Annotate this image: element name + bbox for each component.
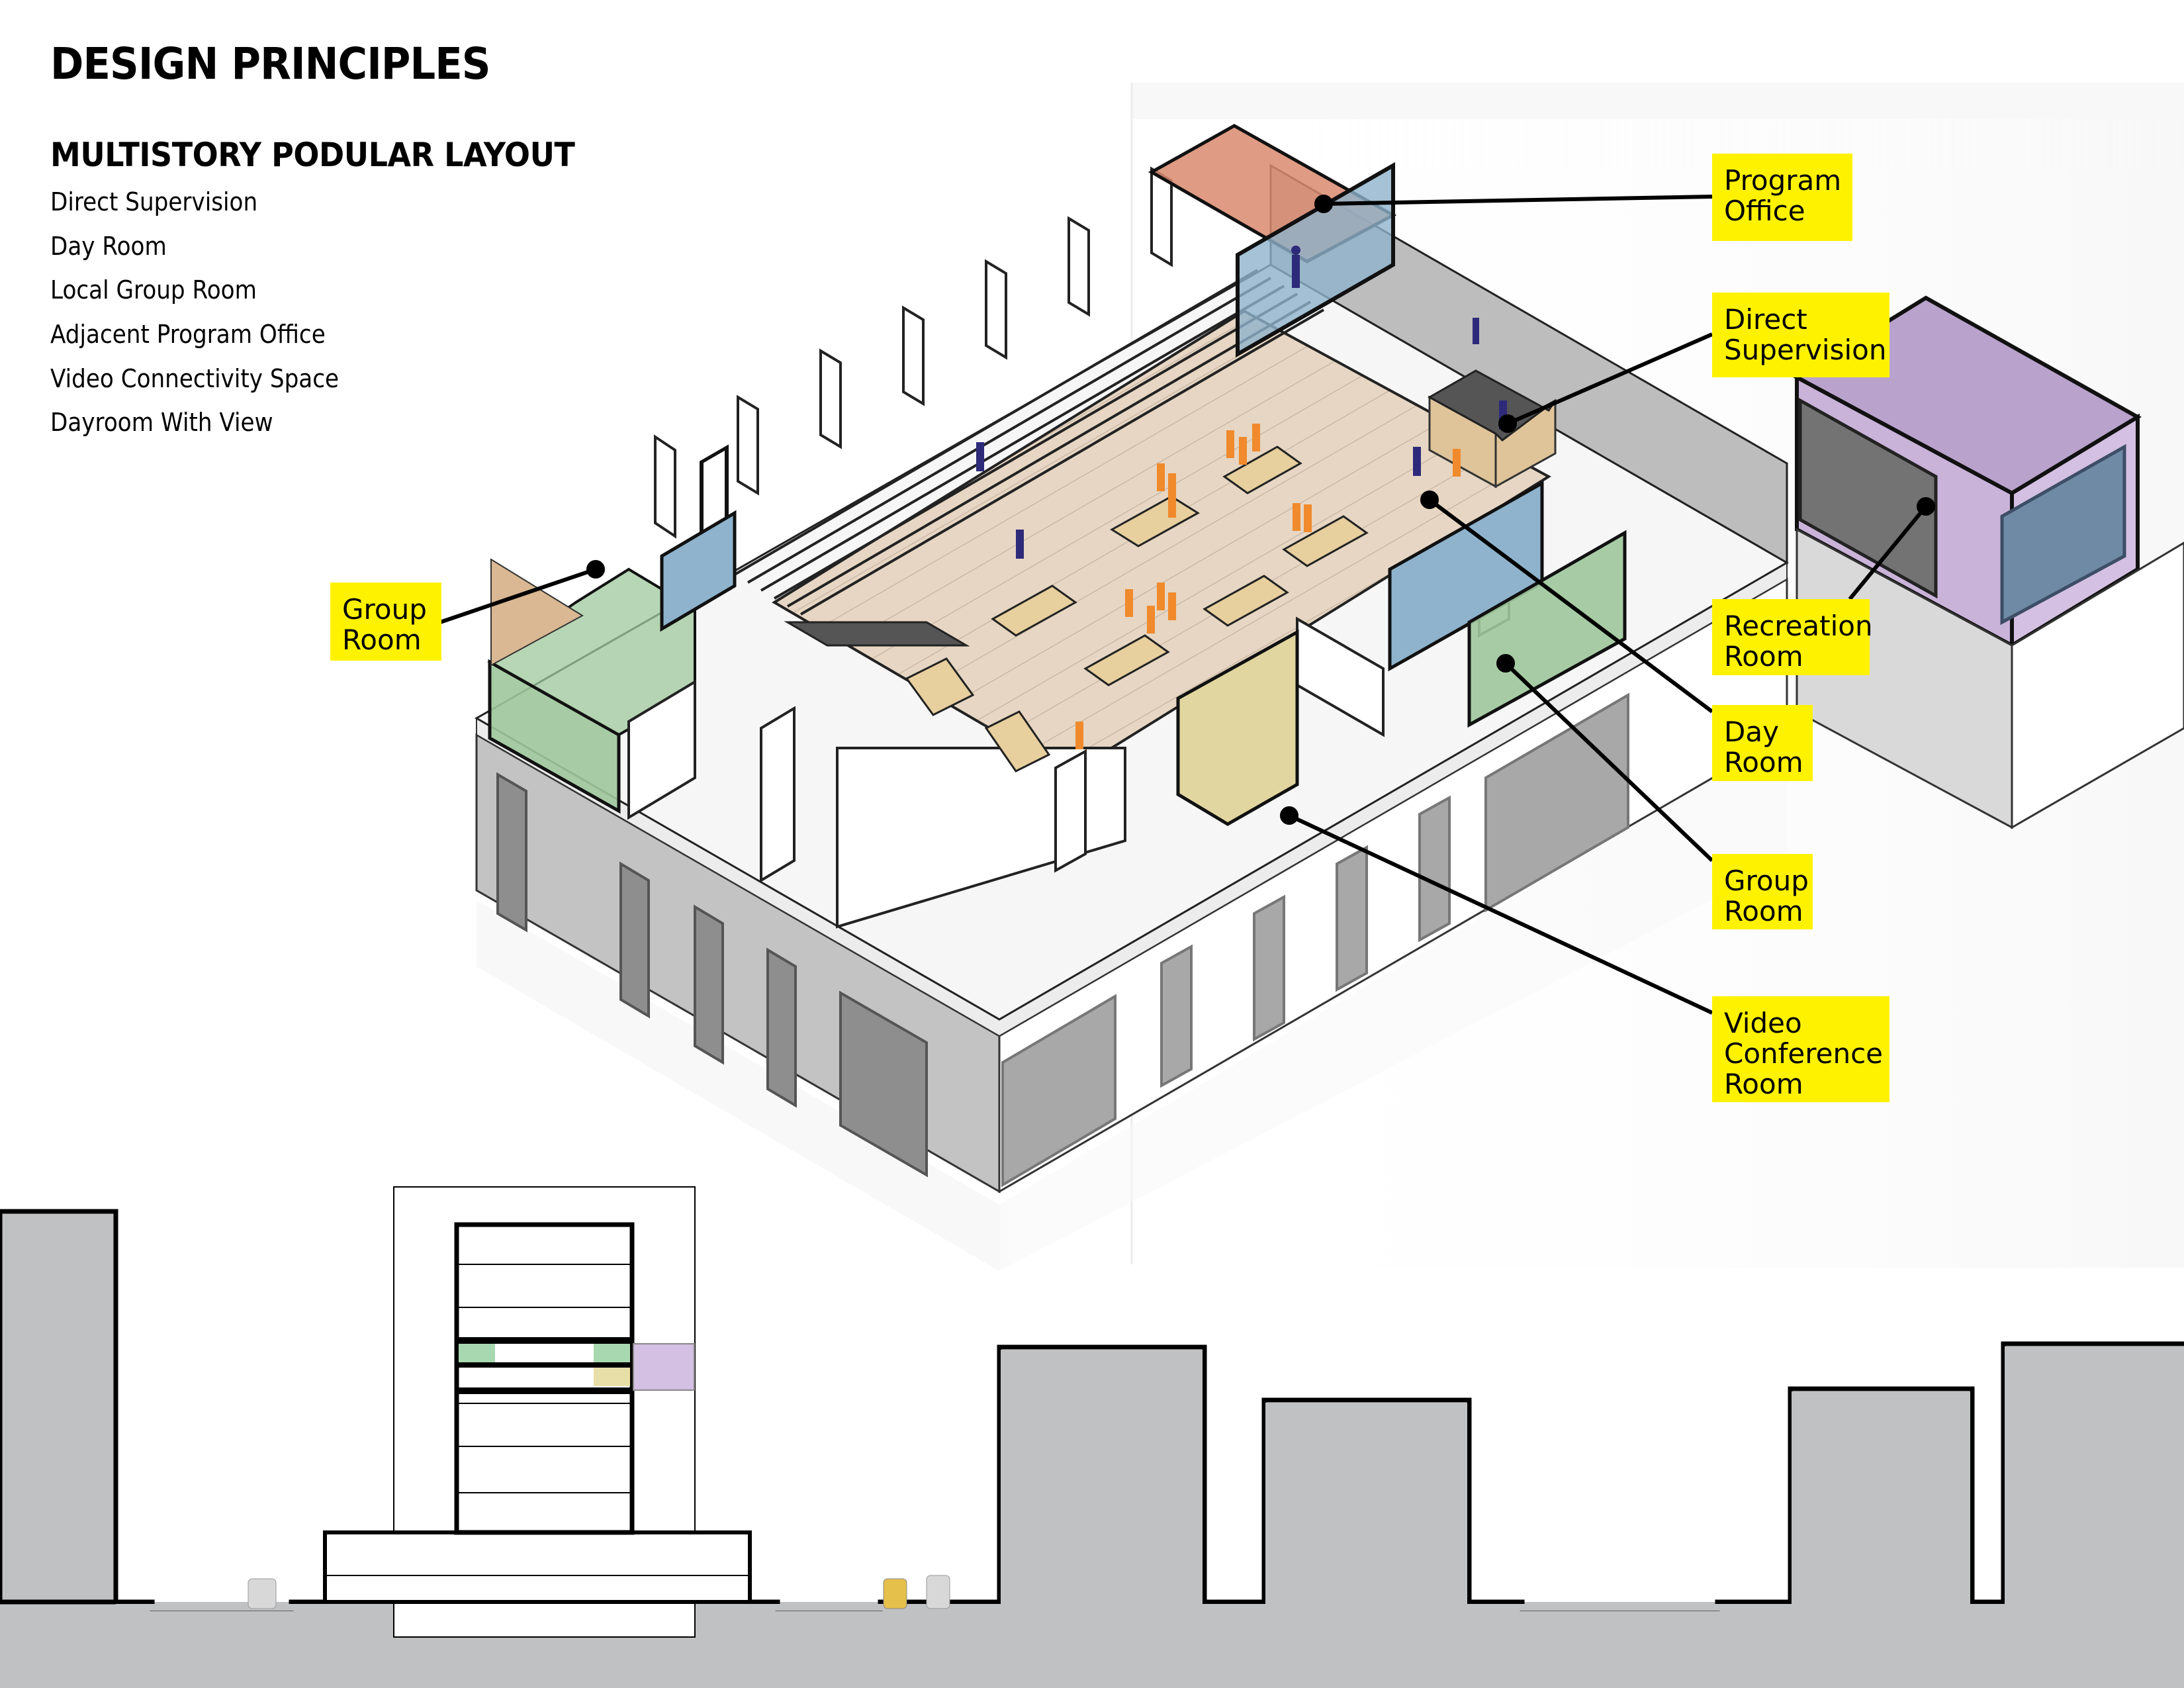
callout-direct-supervision: Direct Supervision (1712, 293, 1889, 377)
section-podium (323, 1530, 752, 1604)
cell-partitions-front (627, 550, 1510, 929)
principle-item: Local Group Room (50, 275, 257, 305)
officer-figures (976, 318, 1507, 559)
stair (784, 621, 970, 647)
program-office-glass (1236, 162, 1395, 358)
page-title: DESIGN PRINCIPLES (50, 38, 491, 89)
day-room-tables (905, 445, 1369, 773)
principle-item: Day Room (50, 232, 167, 261)
callout-program-office: Program Office (1712, 154, 1852, 241)
reflection (477, 735, 1787, 1271)
principle-item: Dayroom With View (50, 408, 273, 437)
group-room-left-glass (660, 510, 737, 632)
callout-video-conference-room: Video Conference Room (1712, 996, 1889, 1102)
callout-group-room-left: Group Room (330, 583, 441, 661)
inmate-figures (1075, 424, 1461, 749)
video-conference-box (1176, 629, 1299, 826)
section-recreation-room (633, 1343, 695, 1391)
site-section (0, 1186, 2184, 1688)
callout-group-room-right: Group Room (1712, 854, 1813, 929)
principle-item: Direct Supervision (50, 187, 258, 216)
day-room-floor (772, 309, 1551, 776)
left-face-windows (496, 772, 928, 1178)
supervision-desk (1427, 369, 1557, 489)
callout-day-room: Day Room (1712, 705, 1813, 781)
principle-item: Video Connectivity Space (50, 364, 340, 393)
officer-figure (1291, 246, 1300, 288)
group-room-right-box (1467, 530, 1627, 728)
mezzanine-walkway (733, 269, 1325, 616)
callout-leaders (439, 195, 1935, 1015)
section-subtitle: MULTISTORY PODULAR LAYOUT (50, 136, 575, 174)
principle-item: Adjacent Program Office (50, 320, 326, 349)
cell-partitions-back (654, 166, 1173, 539)
callout-recreation-room: Recreation Room (1712, 599, 1873, 675)
ground-mass (0, 1602, 2184, 1688)
